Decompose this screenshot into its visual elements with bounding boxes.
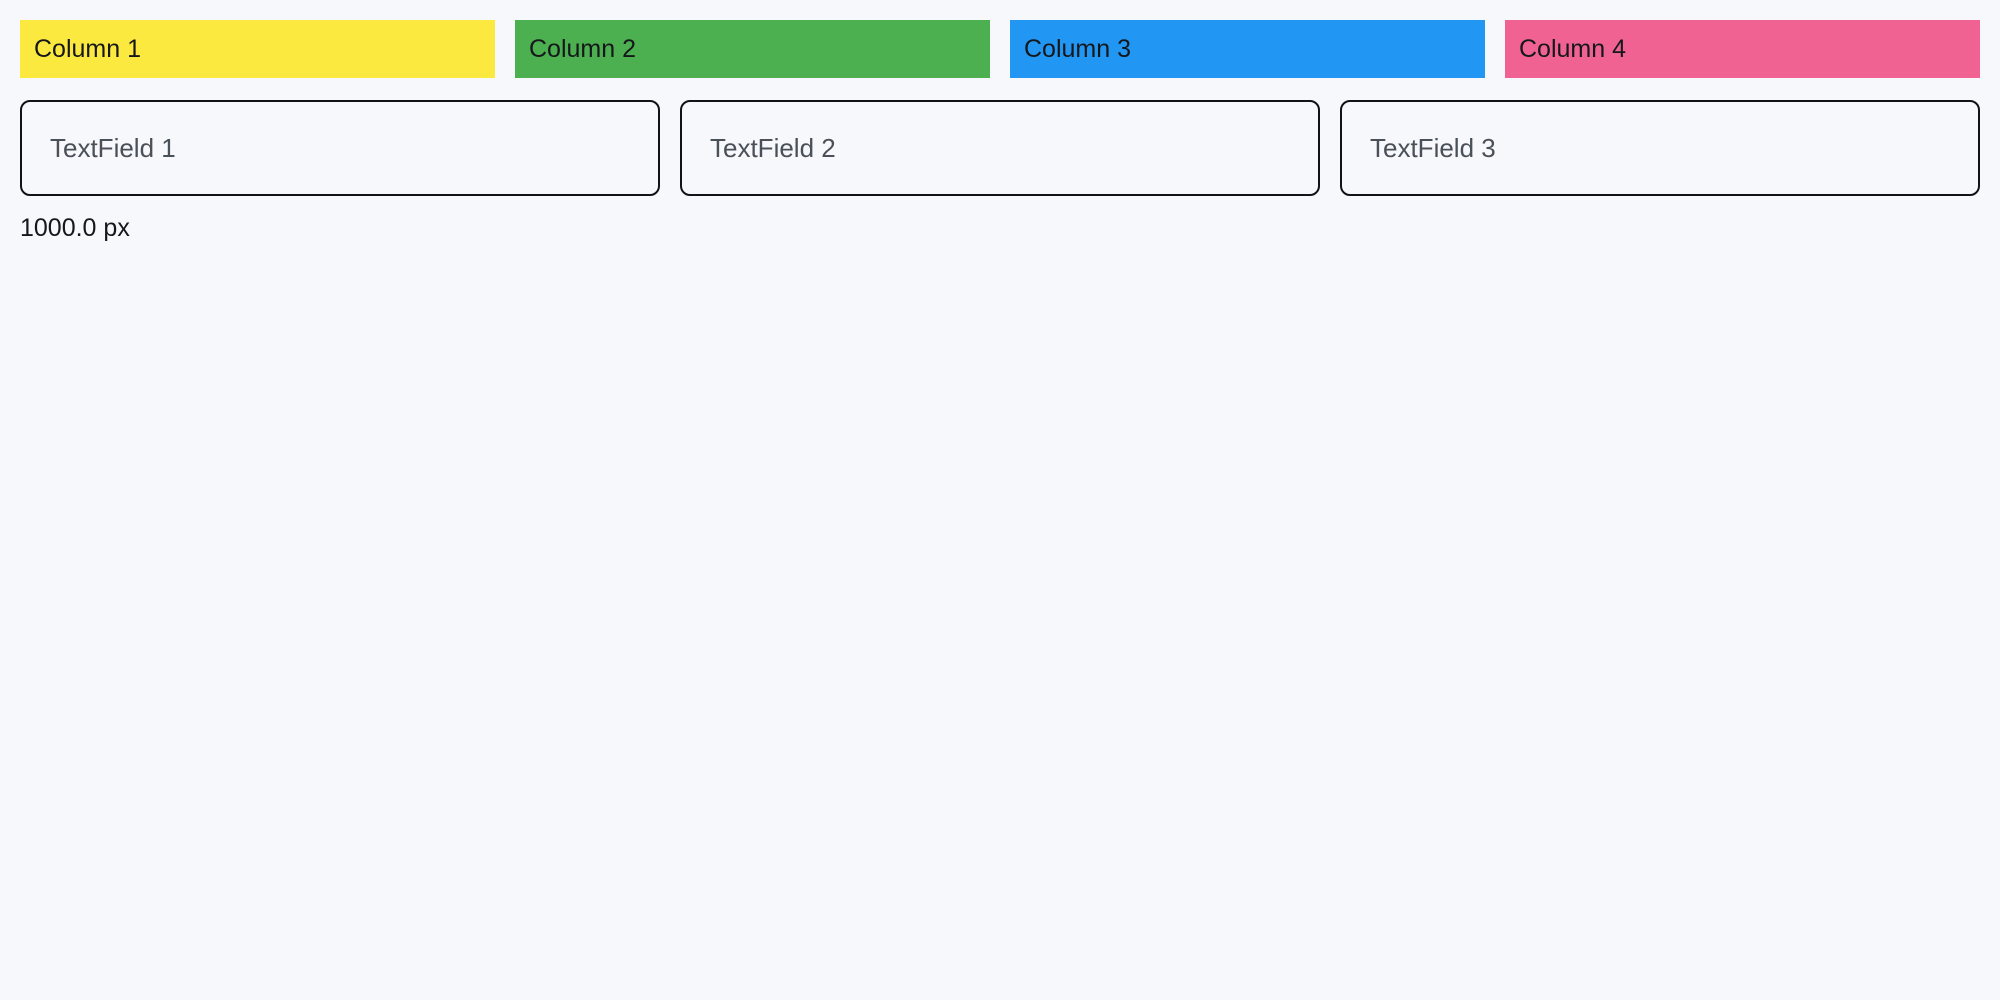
column-label-4: Column 4 [1519,34,1626,63]
empty-content-area [20,243,1980,980]
textfield-2-placeholder: TextField 2 [710,133,836,163]
column-cell-4[interactable]: Column 4 [1505,20,1980,78]
textfield-3-placeholder: TextField 3 [1370,133,1496,163]
textfield-row: TextField 1 TextField 2 TextField 3 [20,100,1980,196]
column-cell-1[interactable]: Column 1 [20,20,495,78]
column-label-1: Column 1 [34,34,141,63]
column-label-2: Column 2 [529,34,636,63]
column-cell-3[interactable]: Column 3 [1010,20,1485,78]
column-row: Column 1 Column 2 Column 3 Column 4 [20,20,1980,78]
column-cell-2[interactable]: Column 2 [515,20,990,78]
textfield-3[interactable]: TextField 3 [1340,100,1980,196]
textfield-1-placeholder: TextField 1 [50,133,176,163]
textfield-1[interactable]: TextField 1 [20,100,660,196]
column-label-3: Column 3 [1024,34,1131,63]
measurement-row: 1000.0 px [20,214,1980,243]
measurement-label: 1000.0 px [20,214,130,242]
textfield-2[interactable]: TextField 2 [680,100,1320,196]
